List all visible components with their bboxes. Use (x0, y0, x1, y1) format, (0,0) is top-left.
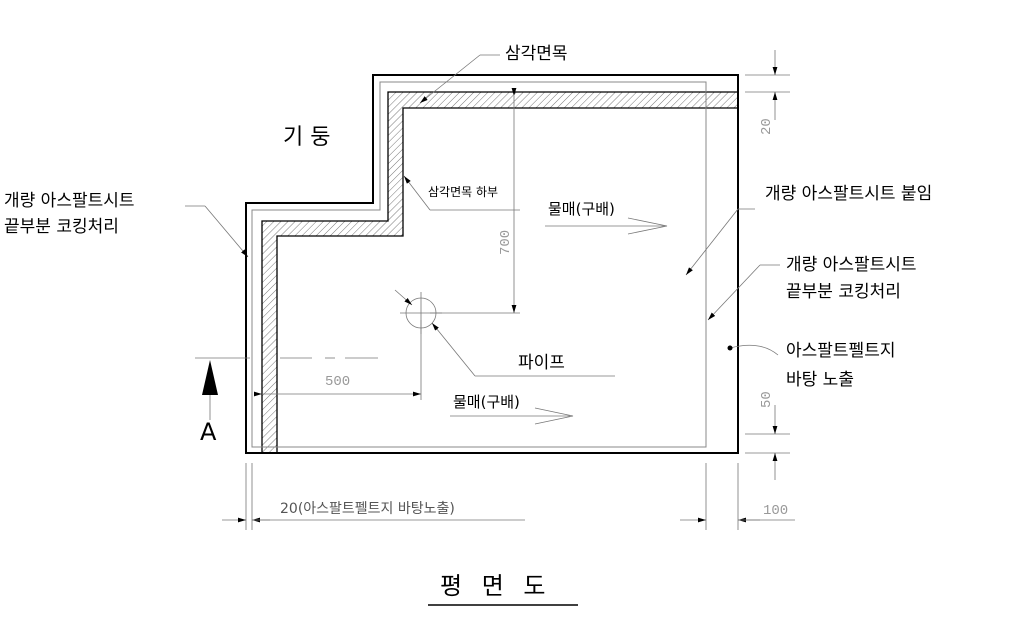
outer-outline (245, 74, 739, 454)
label-felt-exposed-1: 아스팔트펠트지 (786, 341, 896, 361)
label-left-sheet-edge-2: 끝부분 코킹처리 (4, 217, 119, 237)
section-arrow-icon (202, 360, 218, 395)
label-triangle-molding-bottom: 삼각면목 하부 (428, 185, 499, 199)
label-right-sheet-edge-2: 끝부분 코킹처리 (786, 282, 901, 302)
dim-horizontal: 500 (325, 374, 351, 390)
dim-top-right: 20 (759, 118, 775, 135)
label-slope-bottom: 물매(구배) (453, 393, 520, 411)
label-felt-exposed-2: 바탕 노출 (786, 370, 854, 390)
label-slope-top: 물매(구배) (548, 200, 615, 218)
label-left-sheet-edge-1: 개량 아스팔트시트 (4, 191, 135, 211)
leaders-and-dims (185, 50, 795, 530)
dim-bottom-left: 20(아스팔트펠트지 바탕노출) (280, 501, 455, 517)
label-column: 기 둥 (283, 125, 331, 150)
label-triangle-molding: 삼각면목 (505, 44, 568, 64)
label-pipe: 파이프 (518, 353, 565, 373)
label-sheet-attach: 개량 아스팔트시트 붙임 (765, 184, 933, 204)
drawing-title: 평 면 도 (440, 572, 552, 600)
section-mark-label: A (200, 418, 217, 446)
dim-bottom-right-h: 100 (763, 503, 789, 519)
dim-bottom-right: 50 (759, 391, 775, 408)
sheet-edge-line (251, 81, 707, 448)
felt-point-marker (727, 345, 733, 351)
dim-vertical: 700 (498, 229, 514, 255)
label-right-sheet-edge-1: 개량 아스팔트시트 (786, 255, 917, 275)
